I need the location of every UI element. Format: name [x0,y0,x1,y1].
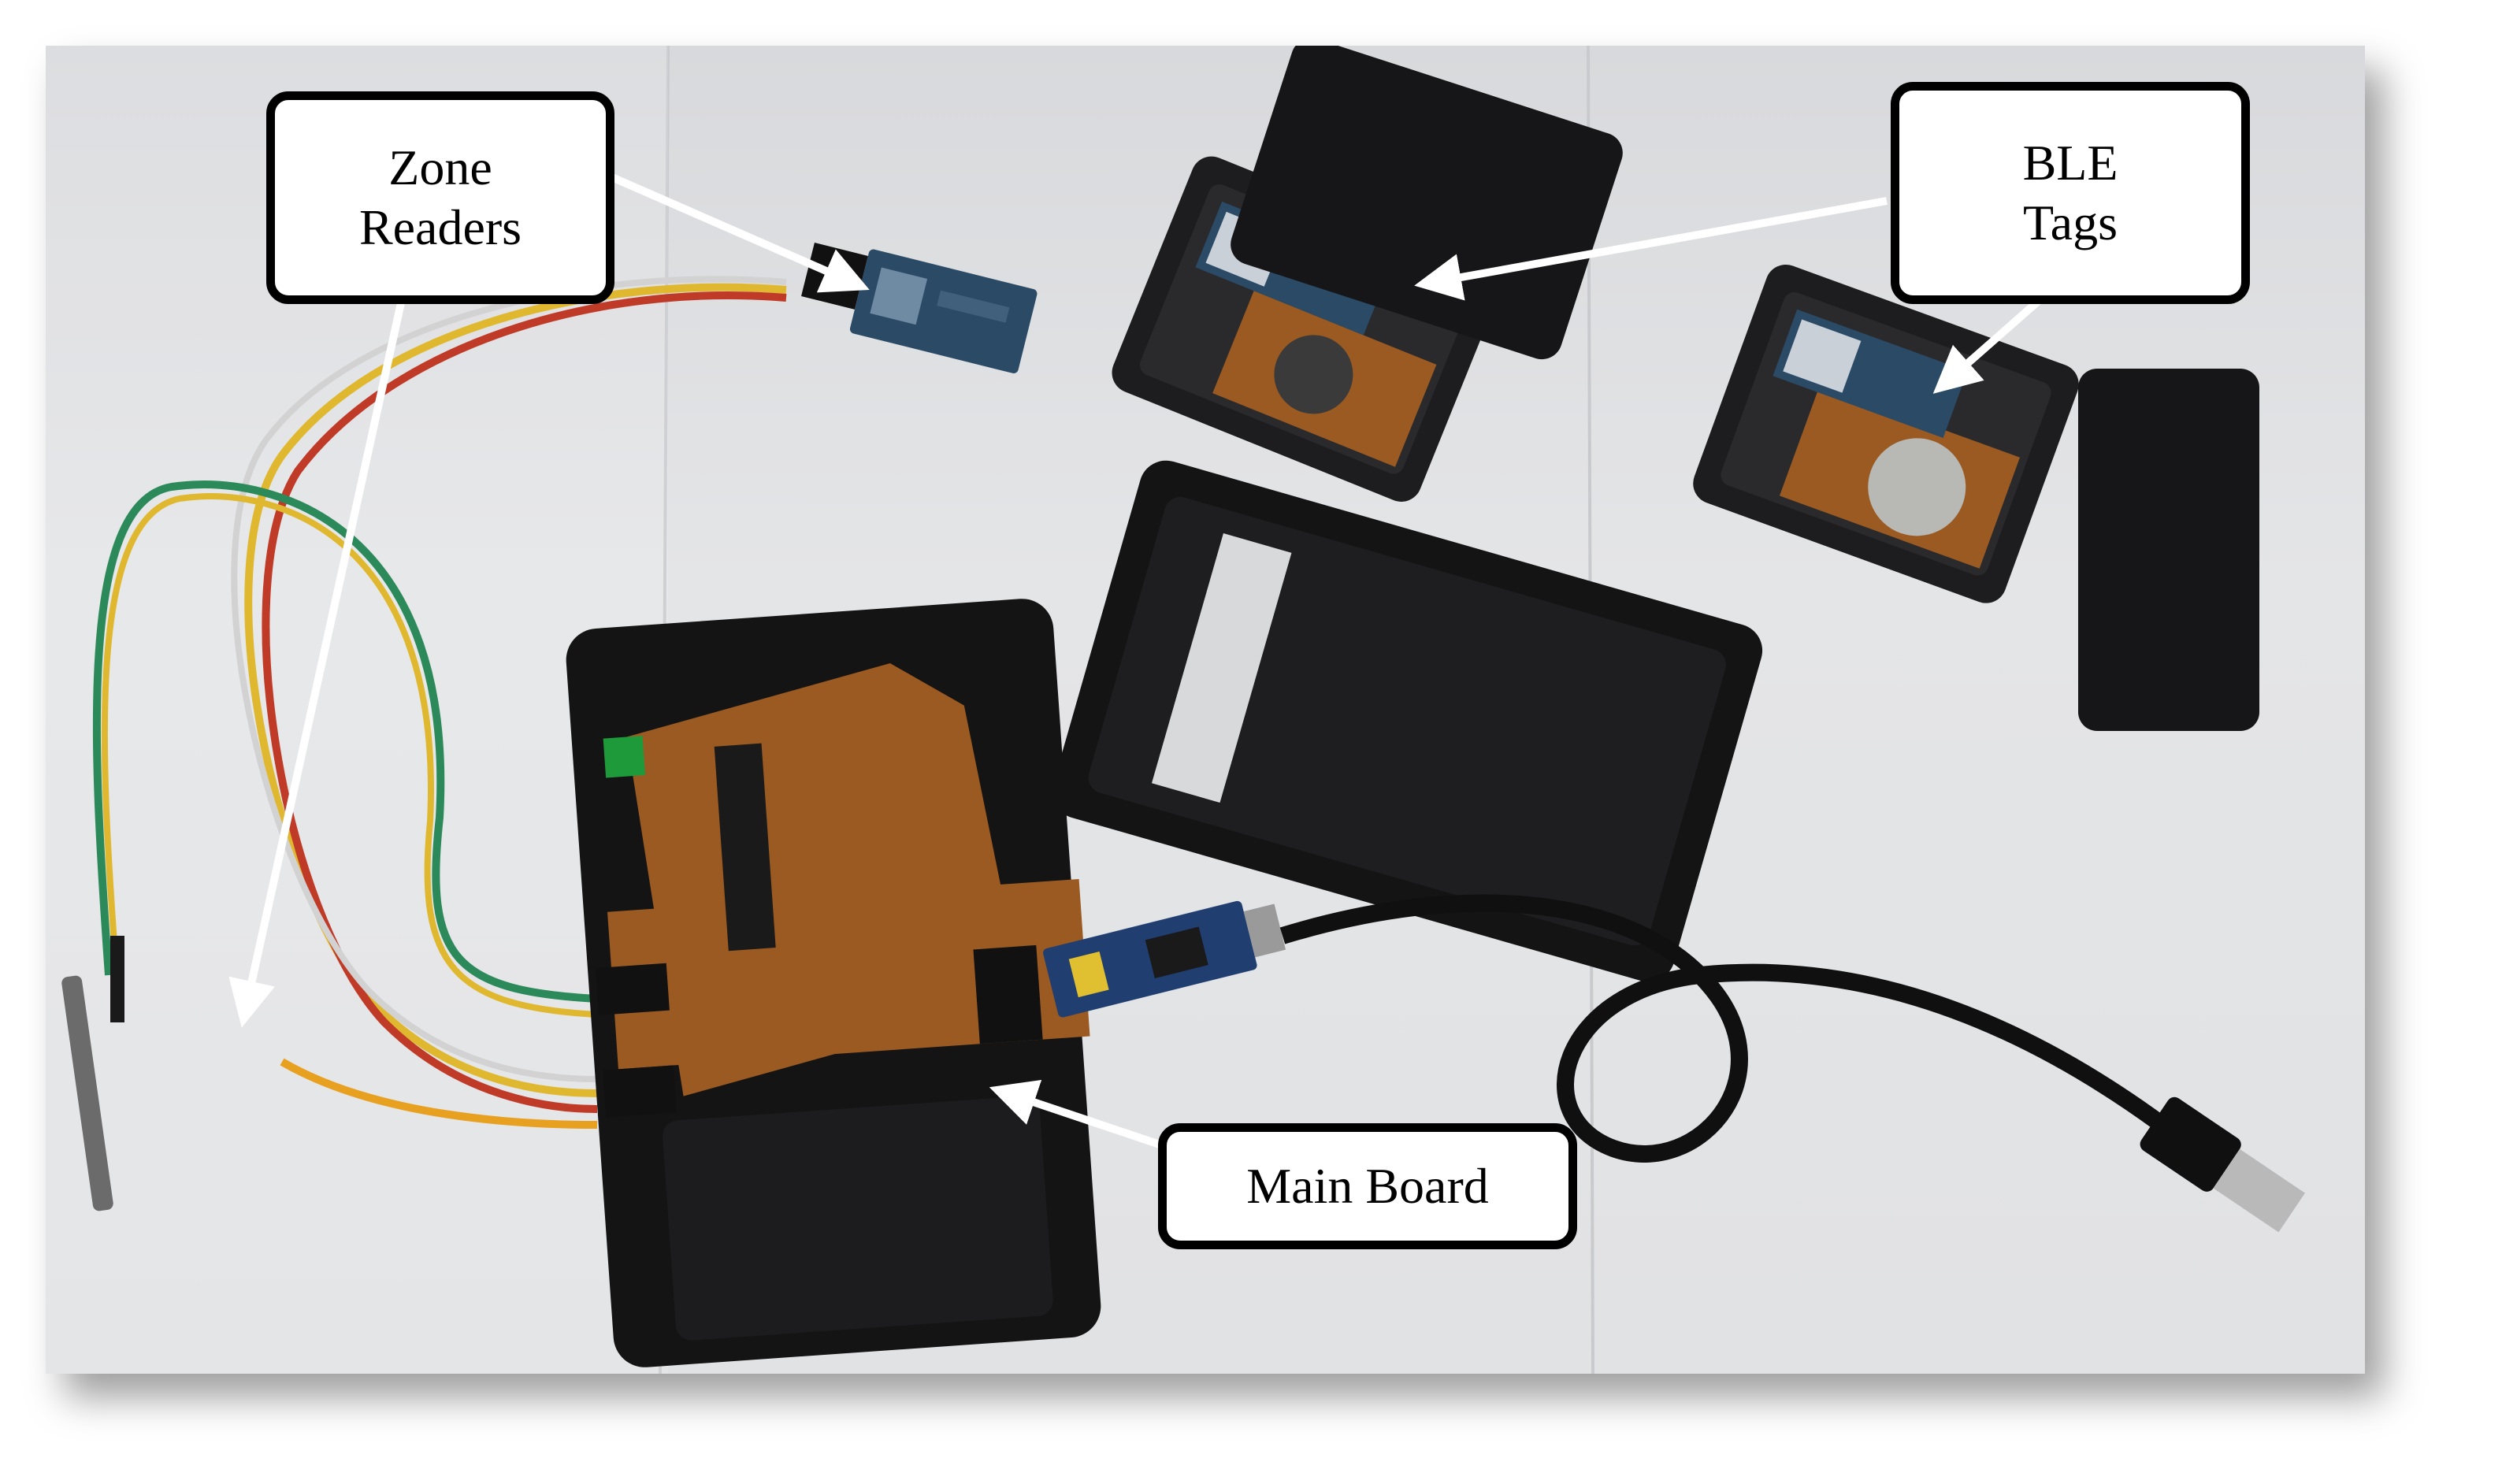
sensor-probe [61,975,113,1211]
usb-cable [1279,894,2178,1163]
ble-tag-enclosure-2 [1693,264,2079,603]
callout-ble-tags: BLE Tags [1891,82,2250,304]
callout-zone-readers-line-1: Zone [388,139,492,195]
ble-tag-lid-2 [2078,369,2259,731]
main-enclosure-lid [1052,460,1763,982]
callout-ble-tags-line-2: Tags [2023,195,2118,250]
main-board-enclosure [566,599,1101,1367]
zone-reader-module [801,243,1038,373]
usb-serial-adapter [1043,900,1286,1018]
wire-orange [280,1058,598,1129]
callout-zone-readers-line-2: Readers [358,199,522,255]
callout-main-board-label: Main Board [1246,1158,1489,1214]
callout-main-board: Main Board [1158,1123,1577,1249]
callout-zone-readers: Zone Readers [266,91,614,304]
callout-ble-tags-line-1: BLE [2022,135,2118,191]
sensor-connector [110,936,124,1022]
usb-plug [2140,1096,2305,1233]
